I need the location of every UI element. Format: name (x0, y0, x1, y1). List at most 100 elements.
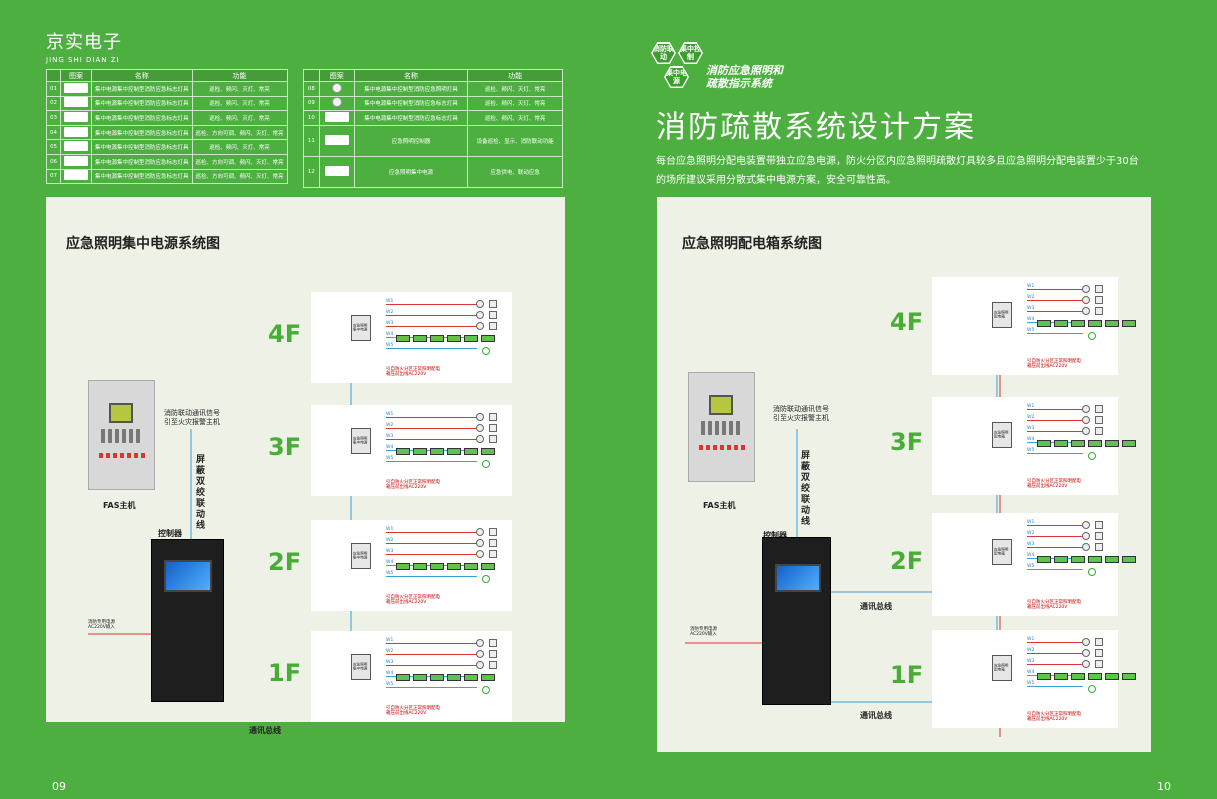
lamp-icon (1082, 285, 1090, 293)
lamp-icon (489, 413, 497, 421)
wire-label: W4 (386, 445, 394, 450)
lamp-icon (1082, 660, 1090, 668)
distribution-device: 应急照明配电箱 (992, 421, 1012, 448)
lamp-icon (476, 424, 484, 432)
legend-symbol (60, 81, 92, 97)
exit-sign-icon (396, 335, 410, 342)
lamp-icon (489, 539, 497, 547)
wire-label: W1 (1027, 637, 1035, 642)
wire-label: W3 (1027, 542, 1035, 547)
exit-sign-icon (1122, 440, 1136, 447)
lamp-icon (489, 639, 497, 647)
source-text: 引自防火分区正常照明配电箱压前出线AC220V (386, 595, 440, 605)
wire-label: W2 (1027, 531, 1035, 536)
controller-cabinet (151, 539, 224, 702)
exit-sign-icon (1071, 320, 1085, 327)
legend-no: 11 (303, 124, 320, 157)
legend-symbol (60, 153, 92, 170)
floor-exit-icon (482, 686, 490, 694)
brand: 京实电子 JING SHI DIAN ZI (46, 28, 122, 64)
exit-sign-icon (1037, 320, 1051, 327)
lamp-icon (489, 550, 497, 558)
lamp-icon (1095, 427, 1103, 435)
fas-host-label: FAS主机 (103, 501, 136, 510)
wire-label: W5 (1027, 564, 1035, 569)
lamp-icon (476, 661, 484, 669)
floor-exit-icon (1088, 452, 1096, 460)
wire-label: W4 (1027, 437, 1035, 442)
wire-label: W2 (386, 310, 394, 315)
bus-label: 通讯总线 (860, 602, 892, 611)
wire-label: W3 (1027, 426, 1035, 431)
wire-label: W5 (1027, 681, 1035, 686)
exit-sign-icon (1088, 556, 1102, 563)
legend-function: 巡检、频闪、灭灯、常亮 (191, 110, 288, 126)
distribution-device: 应急照明配电箱 (992, 538, 1012, 565)
legend-symbol (318, 95, 355, 112)
brand-name-cn: 京实电子 (46, 32, 122, 53)
lamp-icon (1095, 649, 1103, 657)
wire-label: W5 (386, 571, 394, 576)
sign-symbol-icon (324, 165, 349, 176)
distribution-device: 应急照明配电箱 (992, 654, 1012, 681)
exit-sign-icon (1105, 320, 1119, 327)
legend-header-name: 名称 (91, 69, 193, 82)
cable-label: 屏蔽双绞联动线 (196, 455, 206, 531)
distribution-device: 应急照明配电箱 (992, 301, 1012, 328)
legend-no: 01 (46, 81, 61, 97)
badge-central-control: 集中控制 (678, 42, 703, 64)
brand-name-en: JING SHI DIAN ZI (46, 56, 120, 64)
legend-header-symbol: 图案 (60, 69, 92, 82)
exit-sign-icon (1037, 556, 1051, 563)
legend-function: 巡检、方向可调、频闪、灭灯、常亮 (191, 168, 288, 185)
lamp-symbol-icon (331, 97, 342, 108)
legend-name: 集中电源集中控制型消防应急标志灯具 (91, 168, 193, 185)
legend-name: 集中电源集中控制型消防应急标志灯具 (91, 124, 193, 141)
legend-no: 07 (46, 168, 61, 185)
lamp-icon (1082, 532, 1090, 540)
intro-paragraph: 每台应急照明分配电装置带独立应急电源，防火分区内应急照明疏散灯具较多且应急照明分… (656, 156, 1139, 186)
lamp-icon (476, 300, 484, 308)
wire-label: W2 (1027, 415, 1035, 420)
legend-name: 集中电源集中控制型消防应急标志灯具 (91, 139, 193, 155)
wire-label: W1 (386, 638, 394, 643)
legend-function: 巡检、频闪、灭灯、常亮 (467, 95, 563, 112)
lamp-icon (1082, 543, 1090, 551)
exit-sign-icon (447, 335, 461, 342)
controller-label: 控制器 (158, 529, 182, 538)
legend-symbol (60, 168, 92, 185)
wire-label: W4 (386, 671, 394, 676)
legend-header-function: 功能 (467, 69, 563, 82)
fas-host (688, 372, 755, 482)
lamp-icon (489, 528, 497, 536)
exit-sign-icon (481, 563, 495, 570)
exit-sign-icon (396, 674, 410, 681)
wire-label: W4 (1027, 317, 1035, 322)
exit-sign-icon (1088, 673, 1102, 680)
lamp-icon (1082, 638, 1090, 646)
floor-label: 2F (890, 546, 924, 575)
exit-sign-icon (1122, 320, 1136, 327)
system-name: 消防应急照明和 疏散指示系统 (706, 64, 783, 90)
wire-label: W5 (1027, 328, 1035, 333)
lamp-icon (1082, 405, 1090, 413)
source-text: 引自防火分区正常照明配电箱压前出线AC220V (1027, 600, 1081, 610)
lamp-icon (1095, 660, 1103, 668)
lamp-icon (489, 435, 497, 443)
legend-header-function: 功能 (191, 69, 288, 82)
lamp-icon (489, 661, 497, 669)
legend-name: 集中电源集中控制型消防应急照明灯具 (353, 81, 469, 97)
bus-label: 通讯总线 (249, 726, 281, 735)
lamp-icon (476, 639, 484, 647)
lamp-icon (489, 322, 497, 330)
